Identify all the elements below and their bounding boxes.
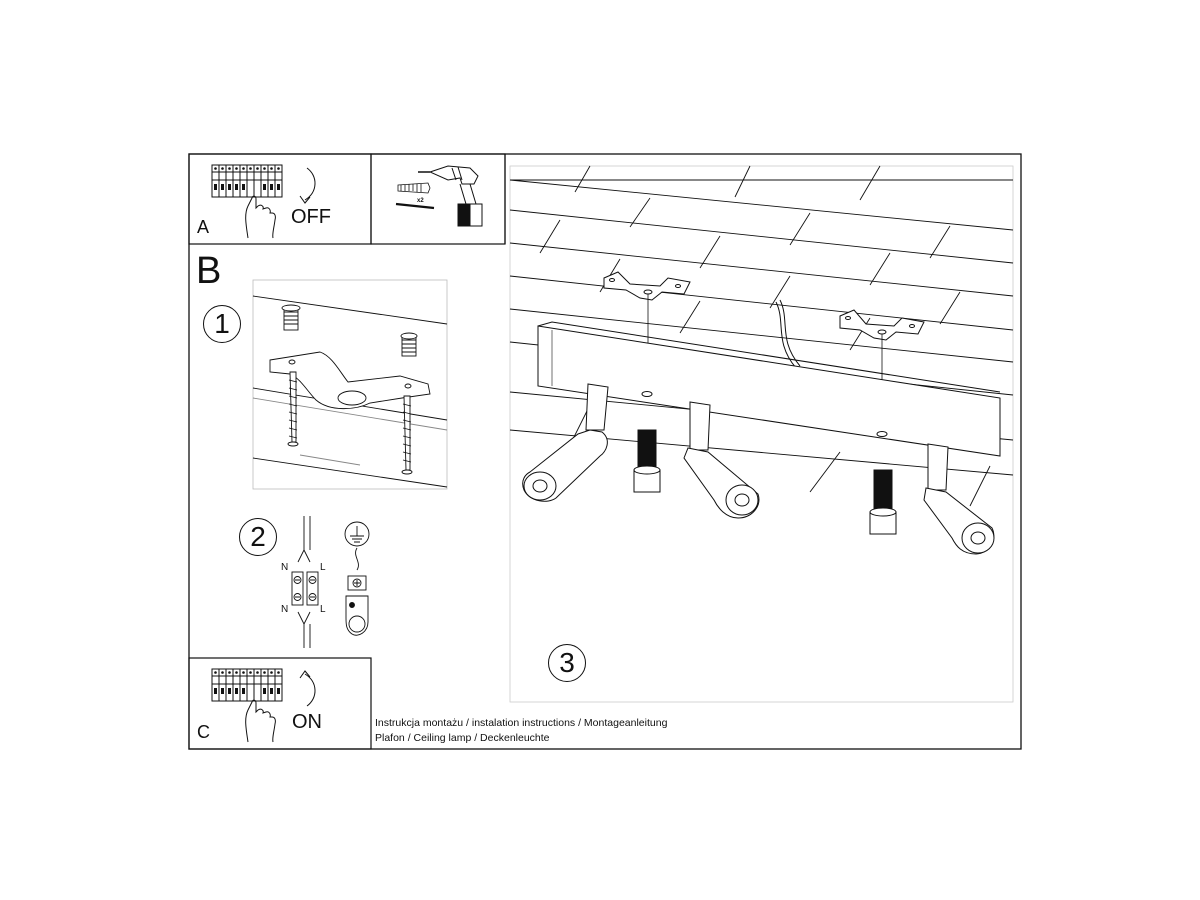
power-off-label: OFF [291, 206, 331, 228]
panel-a-label: A [197, 217, 210, 237]
panel-c-label: C [197, 722, 210, 742]
caption-instructions: Instrukcja montażu / instalation instruc… [375, 717, 668, 729]
drill-icon [418, 165, 483, 227]
tools-box [370, 153, 506, 245]
neutral-label-bottom: N [281, 604, 289, 615]
wiring-diagram [291, 516, 370, 648]
step-3-badge: 3 [548, 644, 586, 682]
step-2-badge: 2 [239, 518, 277, 556]
mounting-bracket-drawing [252, 279, 448, 490]
breaker-on-icon [211, 668, 316, 743]
caption-product: Plafon / Ceiling lamp / Deckenleuchte [375, 732, 550, 744]
tools-quantity: x2 [417, 198, 424, 204]
power-on-label: ON [292, 711, 322, 733]
live-label-bottom: L [320, 604, 326, 615]
sheet-frame [188, 153, 1022, 750]
wall-plug-icon [395, 182, 435, 210]
panel-b-label: B [196, 250, 222, 292]
ceiling-lamp-assembly-drawing [509, 165, 1014, 703]
panel-c-box [188, 657, 372, 750]
step-1-badge: 1 [203, 305, 241, 343]
breaker-off-icon [211, 164, 316, 239]
live-label-top: L [320, 562, 326, 573]
neutral-label-top: N [281, 562, 289, 573]
